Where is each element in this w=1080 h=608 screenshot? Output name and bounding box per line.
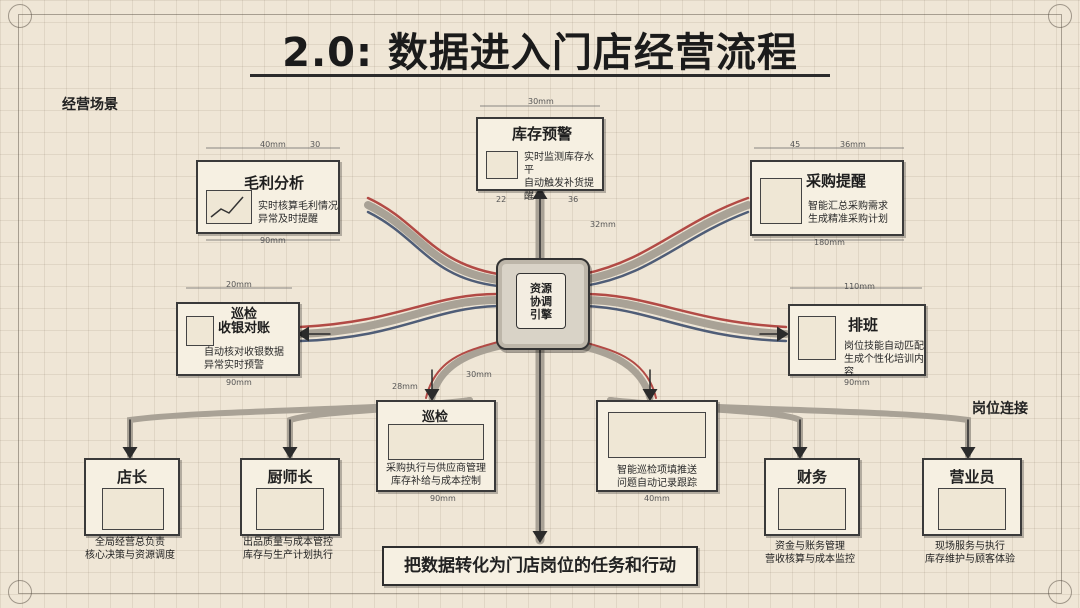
scenario-purchase-reminder: 采购提醒 智能汇总采购需求 生成精准采购计划 (750, 160, 904, 236)
line-chart-icon (206, 190, 252, 224)
scenario-inventory-alert: 库存预警 实时监测库存水平 自动触发补货提醒 (476, 117, 604, 202)
dimension-label: 90mm (260, 236, 286, 245)
dimension-label: 32mm (590, 220, 616, 229)
dimension-label: 30 (310, 140, 321, 149)
staff-schedule-icon (798, 316, 836, 360)
corner-mark (8, 4, 32, 28)
bottom-banner: 把数据转化为门店岗位的任务和行动 (382, 546, 698, 586)
inventory-shelf-icon (486, 151, 518, 179)
cash-register-icon (186, 316, 214, 346)
dimension-label: 30mm (466, 370, 492, 379)
scenario-desc: 智能巡检项填推送 问题自动记录跟踪 (617, 465, 697, 489)
scenario-title: 排班 (848, 316, 879, 334)
dimension-label: 110mm (844, 282, 875, 291)
dimension-label: 40mm (644, 494, 670, 503)
dimension-label: 22 (496, 195, 507, 204)
role-desc: 出品质量与成本管控库存与生产计划执行 (243, 537, 333, 561)
delivery-truck-icon (388, 424, 484, 460)
role-finance: 财务 (764, 458, 860, 536)
role-title: 店长 (116, 468, 147, 486)
page-title: 2.0: 数据进入门店经营流程 (282, 30, 798, 76)
role-desc: 全局经营总负责核心决策与资源调度 (85, 537, 175, 561)
scenario-desc: 实时监测库存水平 自动触发补货提醒 (524, 152, 594, 202)
purchase-list-icon (760, 178, 802, 224)
calculator-ledger-icon (778, 488, 846, 530)
central-engine-hub: 资源 协调 引擎 (496, 258, 590, 350)
scenario-section-label: 经营场景 (62, 97, 118, 113)
dimension-label: 36mm (840, 140, 866, 149)
role-desc: 现场服务与执行库存维护与顾客体验 (925, 541, 1015, 565)
dimension-label: 90mm (430, 494, 456, 503)
scenario-title: 采购提醒 (806, 172, 867, 190)
scenario-desc: 采购执行与供应商管理 库存补给与成本控制 (386, 463, 486, 487)
scenario-patrol: 巡检 采购执行与供应商管理 库存补给与成本控制 (376, 400, 496, 492)
role-title: 财务 (796, 468, 827, 486)
scenario-cashier-reconcile: 巡检 收银对账 自动核对收银数据 异常实时预警 (176, 302, 300, 376)
dimension-label: 28mm (392, 382, 418, 391)
scenario-title: 库存预警 (512, 125, 573, 143)
dimension-label: 20mm (226, 280, 252, 289)
scenario-title: 毛利分析 (244, 174, 305, 192)
wire-to-inspect (568, 340, 654, 402)
role-title: 厨师长 (267, 468, 313, 486)
role-desc: 资金与账务管理营收核算与成本监控 (765, 541, 855, 565)
role-sales-staff: 营业员 (922, 458, 1022, 536)
scenario-scheduling: 排班 岗位技能自动匹配 生成个性化培训内容 (788, 304, 926, 378)
dimension-label: 45 (790, 140, 801, 149)
corner-mark (1048, 4, 1072, 28)
wire-to-schedule (580, 296, 790, 338)
title-underline (250, 74, 830, 77)
role-title: 营业员 (949, 468, 995, 486)
scenario-title: 巡检 (422, 410, 449, 425)
dimension-label: 180mm (814, 238, 845, 247)
hub-label: 资源 协调 引擎 (516, 273, 566, 329)
dimension-label: 40mm (260, 140, 286, 149)
scenario-title: 巡检 收银对账 (218, 307, 271, 336)
checklist-icon (608, 412, 706, 458)
scenario-desc: 岗位技能自动匹配 生成个性化培训内容 (844, 341, 924, 378)
role-section-label: 岗位连接 (972, 401, 1028, 417)
scenario-margin-analysis: 毛利分析 实时核算毛利情况 异常及时提醒 (196, 160, 340, 234)
dimension-label: 30mm (528, 97, 554, 106)
scenario-desc: 智能汇总采购需求 生成精准采购计划 (808, 201, 888, 225)
corner-mark (8, 580, 32, 604)
dimension-label: 90mm (844, 378, 870, 387)
wire-to-margin (364, 201, 502, 284)
shop-assistant-icon (938, 488, 1006, 530)
dimension-label: 36 (568, 195, 579, 204)
manager-person-icon (102, 488, 164, 530)
chef-icon (256, 488, 324, 530)
wire-to-purchase (580, 201, 752, 284)
scenario-desc: 实时核算毛利情况 异常及时提醒 (258, 201, 338, 225)
wire-to-cashier (296, 296, 502, 338)
dimension-label: 90mm (226, 378, 252, 387)
corner-mark (1048, 580, 1072, 604)
scenario-desc: 自动核对收银数据 异常实时预警 (204, 347, 284, 371)
role-store-manager: 店长 (84, 458, 180, 536)
scenario-inspection: 智能巡检项填推送 问题自动记录跟踪 (596, 400, 718, 492)
role-head-chef: 厨师长 (240, 458, 340, 536)
